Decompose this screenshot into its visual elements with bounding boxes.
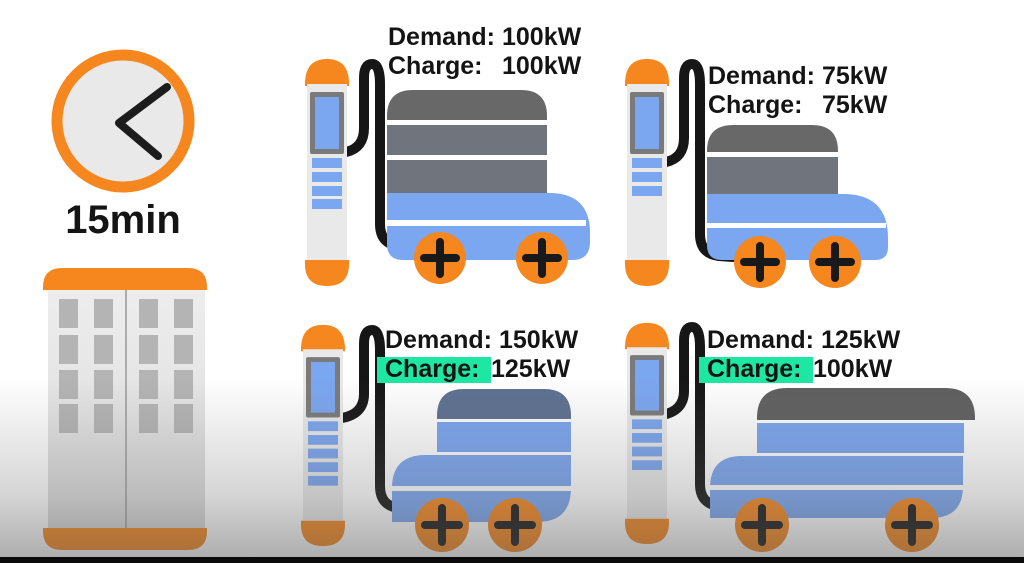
- post-screen: [635, 359, 659, 411]
- charge-value: 75kW: [822, 91, 888, 119]
- post-top-dome: [625, 59, 669, 86]
- charge-info-bottom-right: Demand: 125kW Charge: 100kW: [699, 326, 900, 384]
- post-bottom-dome: [301, 520, 345, 547]
- charge-value: 100kW: [813, 355, 893, 383]
- charge-label: Charge:: [708, 91, 803, 119]
- post-top-dome: [305, 59, 349, 86]
- van-roof: [437, 389, 571, 419]
- charge-label: Charge:: [388, 52, 483, 80]
- wheel: [516, 232, 568, 284]
- charge-line: Charge: 100kW: [699, 355, 900, 384]
- post-bottom-dome: [625, 260, 669, 286]
- vehicle-bus: [710, 388, 975, 552]
- wheel: [885, 498, 939, 552]
- demand-label: Demand:: [385, 326, 492, 354]
- ev-charger-post-bottom-left: [301, 324, 345, 547]
- ev-charger-post-top-left: [305, 59, 349, 286]
- post-screen: [315, 97, 339, 149]
- post-screen: [311, 361, 335, 413]
- charge-label: Charge:: [377, 355, 491, 383]
- demand-line: Demand: 125kW: [707, 326, 900, 355]
- post-bottom-dome: [305, 260, 349, 286]
- demand-label: Demand:: [708, 62, 815, 90]
- demand-label: Demand:: [707, 326, 814, 354]
- van-cab: [437, 422, 571, 452]
- wheel: [415, 498, 469, 552]
- demand-label: Demand:: [388, 23, 495, 51]
- demand-value: 150kW: [499, 326, 579, 354]
- wheel: [809, 236, 861, 288]
- demand-value: 100kW: [502, 23, 582, 51]
- vehicle-small-truck: [707, 125, 888, 288]
- wheel: [735, 498, 789, 552]
- charge-line: Charge: 125kW: [377, 355, 578, 384]
- demand-value: 125kW: [821, 326, 901, 354]
- charge-label: Charge:: [699, 355, 813, 383]
- wheel: [414, 232, 466, 284]
- bus-upper-body: [757, 423, 964, 453]
- vehicle-delivery-van: [392, 389, 571, 552]
- bus-roof: [757, 388, 975, 420]
- vehicle-box-truck: [387, 90, 590, 284]
- demand-line: Demand: 150kW: [385, 326, 578, 355]
- demand-line: Demand: 100kW: [388, 23, 581, 52]
- post-top-dome: [301, 324, 345, 352]
- post-screen: [635, 97, 659, 149]
- wheel: [734, 236, 786, 288]
- post-bottom-dome: [625, 518, 669, 545]
- post-indicator-stripes: [632, 158, 662, 196]
- charge-info-top-right: Demand: 75kW Charge: 75kW: [708, 62, 887, 120]
- ev-charger-post-bottom-right: [625, 322, 669, 545]
- post-indicator-stripes: [308, 421, 338, 486]
- demand-value: 75kW: [822, 62, 888, 90]
- charge-value: 100kW: [502, 52, 582, 80]
- charge-info-bottom-left: Demand: 150kW Charge: 125kW: [377, 326, 578, 384]
- charge-info-top-left: Demand: 100kW Charge: 100kW: [388, 23, 581, 81]
- post-top-dome: [625, 322, 669, 350]
- ev-charger-post-top-right: [625, 59, 669, 286]
- charge-line: Charge: 100kW: [388, 52, 581, 81]
- charge-value: 125kW: [491, 355, 571, 383]
- letterbox-bar: [0, 557, 1024, 563]
- wheel: [488, 498, 542, 552]
- charge-line: Charge: 75kW: [708, 91, 887, 120]
- demand-line: Demand: 75kW: [708, 62, 887, 91]
